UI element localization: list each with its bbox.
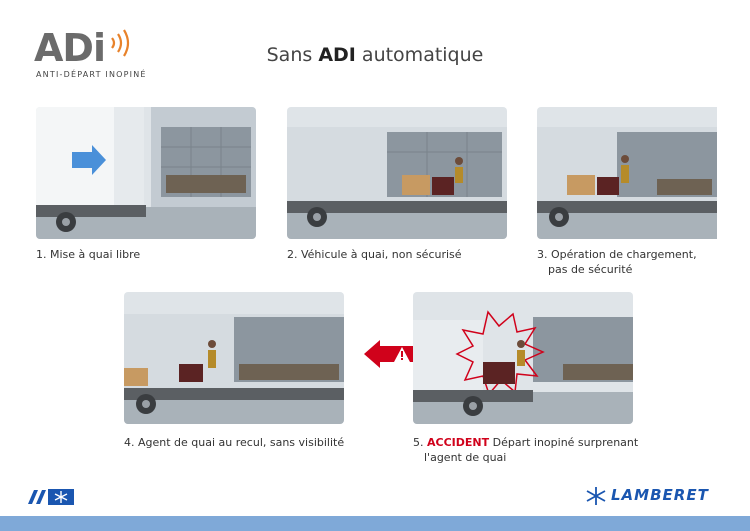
step-3-caption: 3. Opération de chargement, pas de sécur… <box>537 247 697 277</box>
step-5-caption-line1: Départ inopiné surprenant <box>492 436 639 449</box>
step-3-illustration <box>537 107 750 239</box>
title-suffix: automatique <box>361 44 484 66</box>
step-2-illustration <box>287 107 507 239</box>
step-3-caption-line1: 3. Opération de chargement, <box>537 248 697 261</box>
step-3-caption-line2: pas de sécurité <box>548 263 633 276</box>
step-5-caption-line2: l'agent de quai <box>424 451 507 464</box>
step-4-caption: 4. Agent de quai au recul, sans visibili… <box>124 436 345 449</box>
title-emphasis: ADI <box>318 44 356 66</box>
step-5-accent: ACCIDENT <box>427 436 490 449</box>
step-1-illustration <box>36 107 256 239</box>
snowflake-icon <box>586 487 606 505</box>
step-2-caption: 2. Véhicule à quai, non sécurisé <box>287 248 462 261</box>
page-title: Sans ADI automatique <box>0 44 750 66</box>
step-5-number: 5. <box>413 436 424 449</box>
step-4-illustration <box>124 292 344 424</box>
signal-waves-icon <box>111 29 130 57</box>
logo-tagline: ANTI-DÉPART INOPINÉ <box>36 70 147 79</box>
logo-wordmark: ADi <box>34 26 106 70</box>
step-5-caption: 5. ACCIDENT Départ inopiné surprenant l'… <box>413 435 638 465</box>
cold-chain-badge-icon <box>28 489 74 505</box>
adi-logo: ADi ANTI-DÉPART INOPINÉ <box>34 26 154 86</box>
footer-bar <box>0 516 750 531</box>
brand-name: LAMBERET <box>611 486 709 504</box>
title-prefix: Sans <box>266 44 313 66</box>
step-5-illustration <box>413 292 633 424</box>
step-1-caption: 1. Mise à quai libre <box>36 248 141 261</box>
